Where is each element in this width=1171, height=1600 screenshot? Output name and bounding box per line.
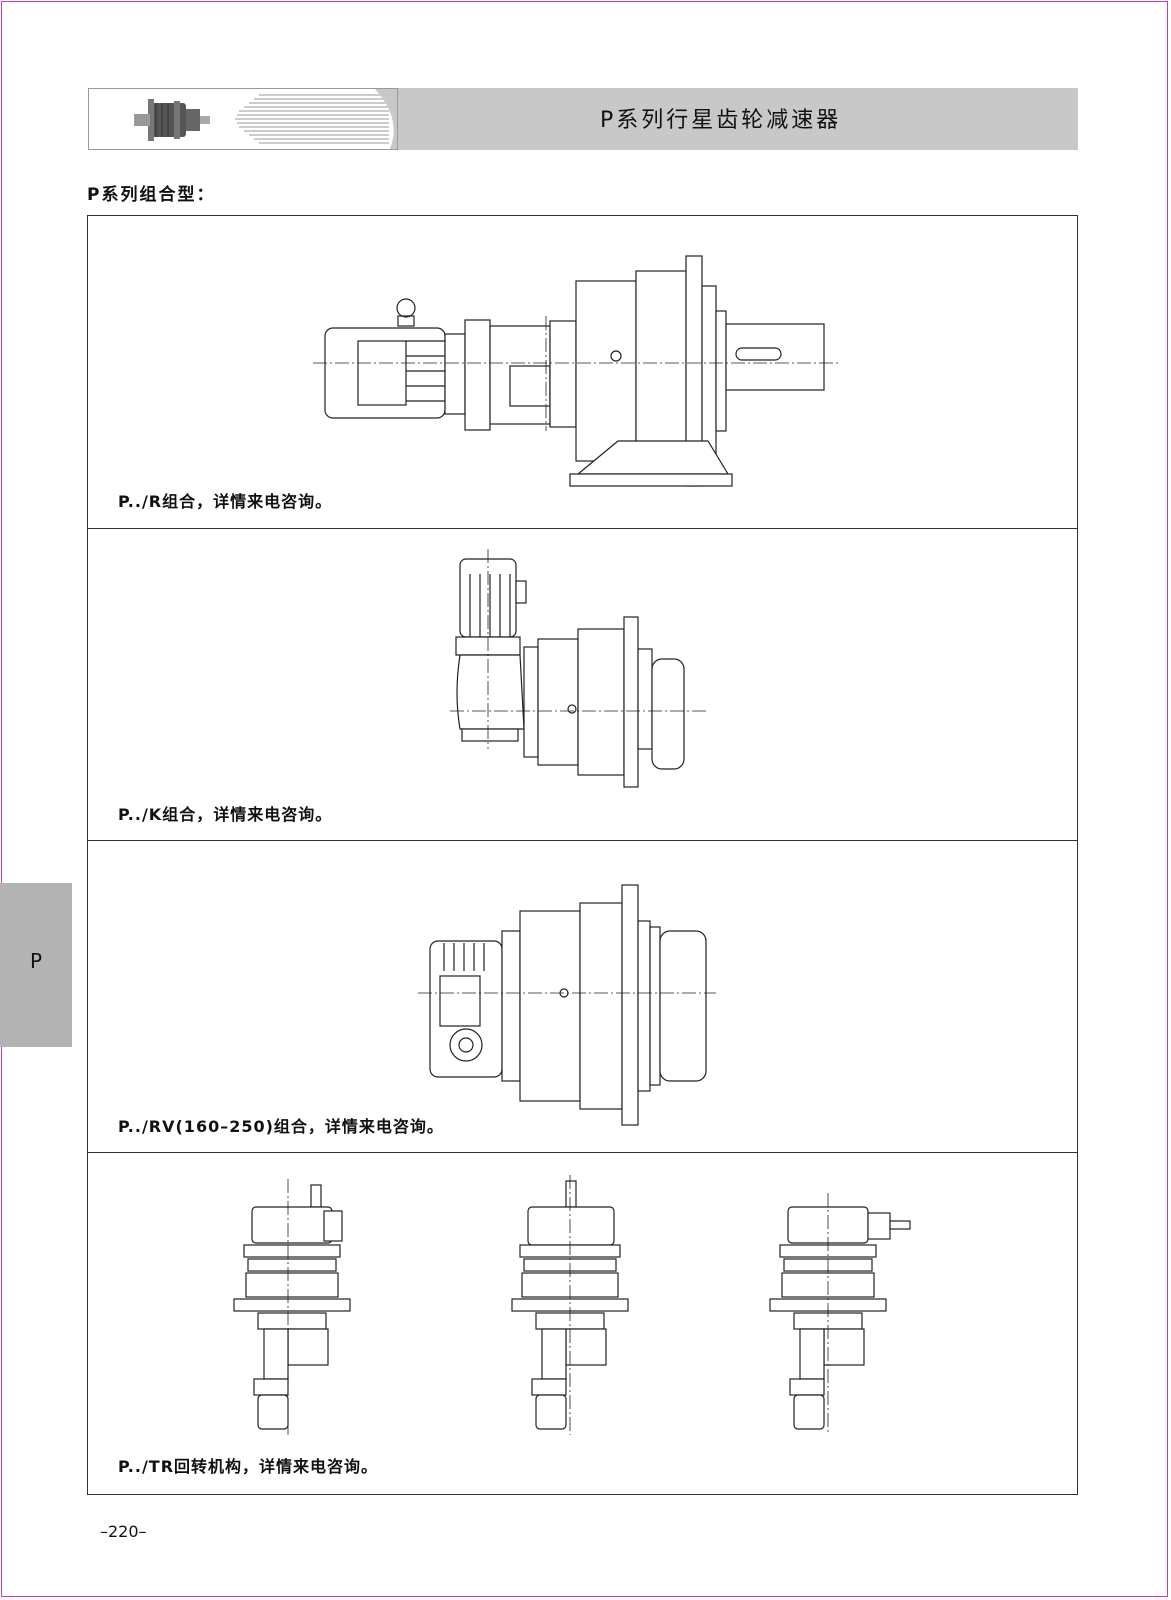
p-tr-drawing bbox=[233, 1175, 911, 1435]
tr-unit-1 bbox=[233, 1179, 351, 1435]
panel-p-k: P../K组合，详情来电咨询。 bbox=[88, 529, 1077, 841]
panel-p-r: P../R组合，详情来电咨询。 bbox=[88, 216, 1077, 529]
page-title: P系列行星齿轮减速器 bbox=[600, 108, 842, 133]
p-rv-drawing bbox=[418, 884, 716, 1126]
section-title: P系列组合型： bbox=[87, 185, 216, 205]
header-stripes bbox=[235, 89, 397, 149]
panel-caption: P../R组合，详情来电咨询。 bbox=[118, 492, 333, 511]
panel-p-tr: P../TR回转机构，详情来电咨询。 bbox=[88, 1153, 1077, 1494]
panel-caption: P../K组合，详情来电咨询。 bbox=[118, 805, 333, 824]
page-number: –220– bbox=[100, 1522, 147, 1541]
panel-caption: P../TR回转机构，详情来电咨询。 bbox=[118, 1457, 379, 1476]
side-tab: P bbox=[0, 883, 72, 1047]
tr-unit-2 bbox=[511, 1175, 629, 1435]
planetary-gearbox-photo-icon bbox=[134, 99, 210, 141]
combination-table: P../R组合，详情来电咨询。 P../K组合，详情来电咨询。 bbox=[87, 215, 1078, 1495]
tr-unit-3 bbox=[769, 1193, 911, 1435]
p-r-drawing bbox=[313, 255, 838, 487]
header-logo-area bbox=[88, 88, 398, 150]
panel-p-rv: P../RV(160–250)组合，详情来电咨询。 bbox=[88, 841, 1077, 1153]
p-k-drawing bbox=[450, 549, 708, 788]
side-tab-label: P bbox=[29, 949, 43, 973]
panel-caption: P../RV(160–250)组合，详情来电咨询。 bbox=[118, 1117, 444, 1136]
